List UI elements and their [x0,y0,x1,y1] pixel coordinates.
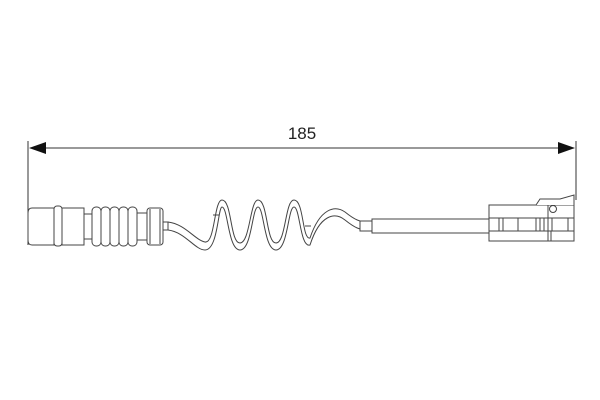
right-connector [488,194,575,242]
straight-wire [359,218,491,234]
coiled-cable [167,199,369,251]
left-connector [27,205,169,247]
dimension-label: 185 [287,124,317,143]
arrow-left-icon [29,142,46,154]
arrow-right-icon [558,142,575,154]
